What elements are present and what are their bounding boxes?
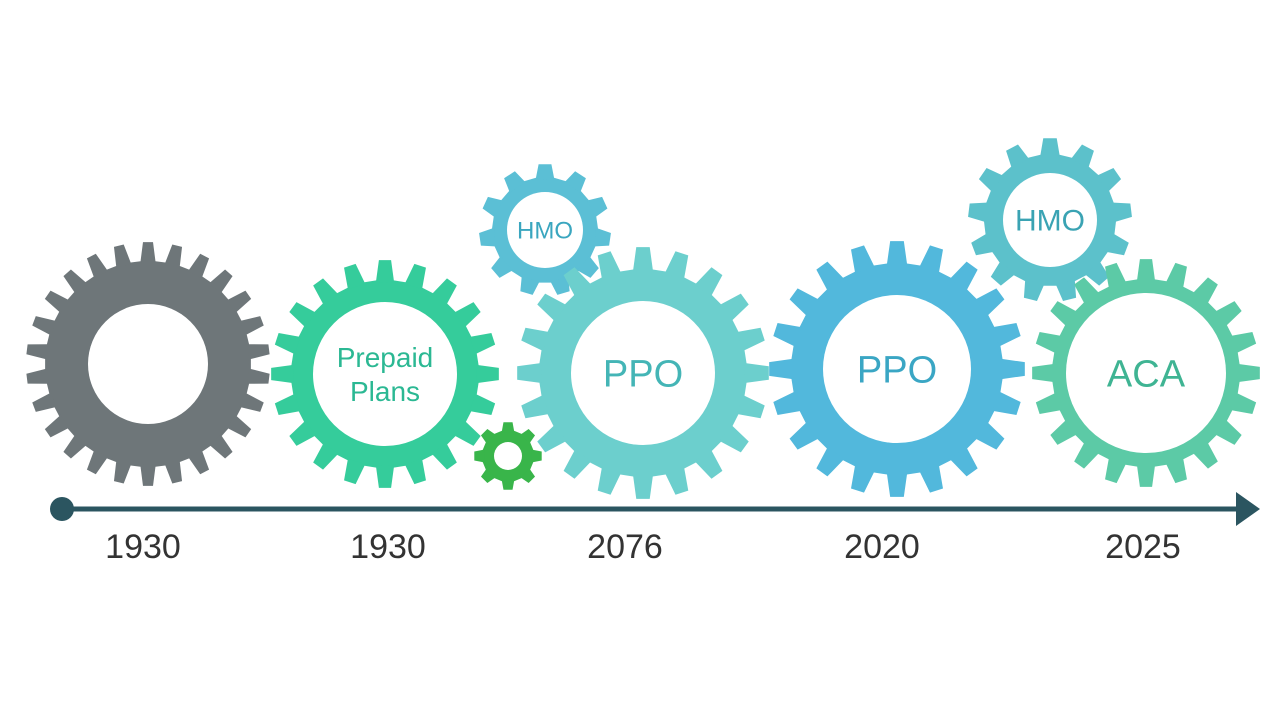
gear-aca: ACA: [1032, 259, 1260, 487]
gear-prepaid-label-line-2: Plans: [350, 376, 420, 407]
gear-ppo-right-center: [823, 295, 971, 443]
gear-hmo-right-label-line-1: HMO: [1015, 205, 1085, 238]
gear-aca-label-line-1: ACA: [1107, 353, 1186, 395]
gear-hmo-left-label-line-1: HMO: [517, 217, 573, 244]
gear-small-green-center: [494, 442, 522, 470]
gear-hmo-left-center: [507, 192, 583, 268]
year-label-4: 2020: [844, 528, 920, 566]
gear-hmo-left: HMO: [479, 164, 611, 295]
gear-ppo-left-center: [571, 301, 715, 445]
gear-ppo-right-label-line-1: PPO: [857, 349, 937, 391]
gear-1930-plain-center: [88, 304, 208, 424]
gear-hmo-right: HMO: [968, 138, 1132, 301]
timeline-arrowhead: [1236, 492, 1260, 526]
gear-ppo-left: PPO: [517, 247, 769, 499]
timeline: [50, 492, 1260, 526]
timeline-start-dot: [50, 497, 74, 521]
timeline-years: 1930 1930 2076 2020 2025: [105, 528, 1181, 566]
year-label-3: 2076: [587, 528, 663, 566]
gear-ppo-right: PPO: [769, 241, 1025, 497]
year-label-1: 1930: [105, 528, 181, 566]
year-label-2: 1930: [350, 528, 426, 566]
gear-ppo-left-label-line-1: PPO: [603, 353, 683, 395]
year-label-5: 2025: [1105, 528, 1181, 566]
gear-aca-center: [1066, 293, 1226, 453]
gear-prepaid-center: [313, 302, 457, 446]
gear-small-green: [474, 422, 542, 490]
gear-hmo-right-center: [1003, 173, 1097, 267]
gear-prepaid-label-line-1: Prepaid: [337, 342, 434, 373]
gear-1930-plain: [26, 242, 270, 486]
